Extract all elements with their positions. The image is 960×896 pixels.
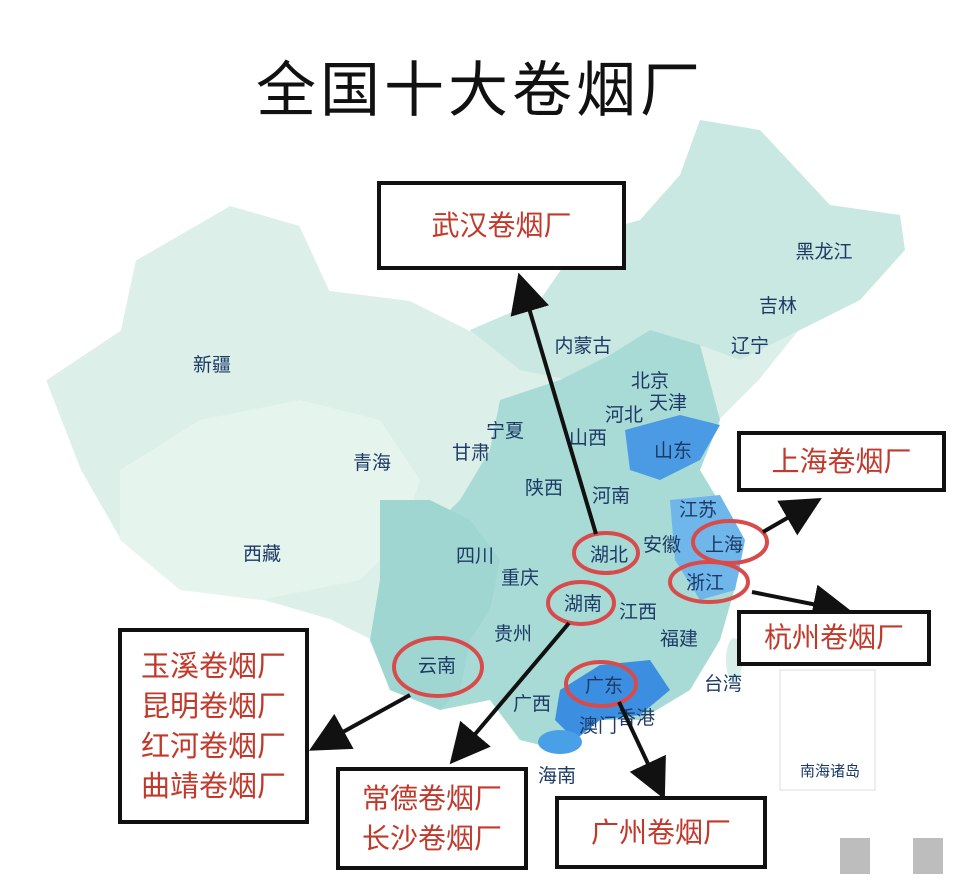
factory-box-hunan: 常德卷烟厂 长沙卷烟厂	[336, 767, 528, 870]
region-guangdong	[555, 660, 670, 740]
factory-box-hangzhou: 杭州卷烟厂	[737, 610, 931, 666]
highlight-zhejiang	[668, 560, 750, 604]
factory-label: 红河卷烟厂	[140, 729, 286, 763]
island-hainan	[538, 730, 582, 754]
factory-label: 武汉卷烟厂	[431, 208, 572, 242]
highlight-guangdong	[564, 660, 638, 708]
highlight-hubei	[572, 531, 640, 575]
province-label-guangdong: 广东	[585, 675, 623, 697]
province-label-sichuan: 四川	[456, 545, 494, 567]
province-label-zhejiang: 浙江	[686, 572, 724, 594]
province-label-guizhou: 贵州	[494, 623, 532, 645]
province-label-qinghai: 青海	[353, 452, 391, 474]
arrow-guangzhou	[617, 701, 666, 800]
thumbnail-placeholder	[913, 838, 943, 874]
highlight-yunnan	[392, 636, 484, 698]
arrow-wuhan	[510, 272, 598, 535]
map-title: 全国十大卷烟厂	[256, 56, 704, 126]
province-label-nanhai: 南海诸岛	[800, 762, 860, 780]
province-label-shandong: 山东	[654, 440, 692, 462]
factory-box-guangzhou: 广州卷烟厂	[555, 796, 767, 869]
province-label-taiwan: 台湾	[704, 673, 742, 695]
factory-box-yunnan: 玉溪卷烟厂 昆明卷烟厂 红河卷烟厂 曲靖卷烟厂	[118, 628, 309, 824]
province-label-yunnan: 云南	[418, 655, 456, 677]
province-label-henan: 河南	[592, 485, 630, 507]
highlight-hunan	[546, 580, 616, 626]
province-label-shaanxi: 陕西	[525, 477, 563, 499]
arrow-hangzhou	[751, 584, 853, 624]
region-southwest	[370, 500, 500, 710]
province-label-aomen: 澳门	[579, 715, 617, 737]
factory-label: 曲靖卷烟厂	[140, 769, 286, 803]
factory-label: 广州卷烟厂	[590, 815, 731, 849]
province-label-hunan: 湖南	[564, 593, 602, 615]
province-label-hebei: 河北	[605, 404, 643, 426]
factory-label: 昆明卷烟厂	[140, 689, 286, 723]
province-label-hubei: 湖北	[590, 544, 628, 566]
arrow-shanghai	[761, 497, 822, 536]
province-label-xizang: 西藏	[243, 543, 281, 565]
province-label-fujian: 福建	[660, 628, 698, 650]
factory-label: 玉溪卷烟厂	[140, 649, 286, 683]
province-label-neimenggu: 内蒙古	[554, 335, 611, 357]
factory-label: 长沙卷烟厂	[361, 821, 502, 855]
province-label-anhui: 安徽	[643, 534, 681, 556]
factory-label: 常德卷烟厂	[361, 781, 502, 815]
province-label-xianggang: 香港	[617, 707, 655, 729]
arrow-yunnan	[308, 693, 411, 751]
region-shandong	[625, 415, 720, 480]
nanhai-inset	[779, 669, 876, 791]
factory-label: 上海卷烟厂	[771, 444, 912, 478]
province-label-beijing: 北京	[631, 370, 669, 392]
factory-label: 杭州卷烟厂	[763, 621, 904, 654]
province-label-chongqing: 重庆	[501, 567, 539, 589]
province-label-guangxi: 广西	[513, 693, 551, 715]
province-label-jilin: 吉林	[759, 295, 797, 317]
province-label-xinjiang: 新疆	[193, 354, 231, 376]
province-label-tianjin: 天津	[649, 392, 687, 414]
factory-box-wuhan: 武汉卷烟厂	[377, 181, 626, 270]
province-label-jiangxi: 江西	[619, 601, 657, 623]
province-label-heilongjiang: 黑龙江	[795, 241, 852, 263]
province-label-gansu: 甘肃	[452, 442, 490, 464]
province-label-shanghai: 上海	[705, 534, 743, 556]
province-label-ningxia: 宁夏	[486, 420, 524, 442]
arrow-hunan	[449, 621, 571, 765]
province-label-liaoning: 辽宁	[731, 335, 769, 357]
region-north	[470, 120, 905, 380]
province-label-hainan: 海南	[538, 765, 576, 787]
region-west	[120, 400, 420, 600]
province-label-jiangsu: 江苏	[679, 499, 717, 521]
thumbnail-placeholder	[840, 838, 870, 874]
province-label-shanxi: 山西	[569, 427, 607, 449]
factory-box-shanghai: 上海卷烟厂	[737, 431, 946, 492]
